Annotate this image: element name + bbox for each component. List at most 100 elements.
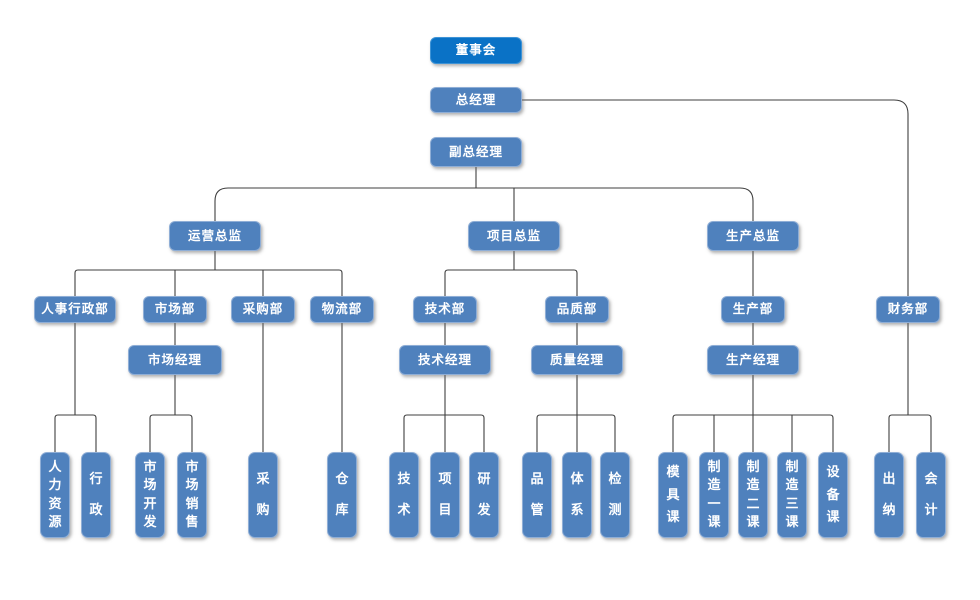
vertical-label-char: 发 — [477, 502, 491, 518]
connector-line — [888, 414, 932, 452]
org-node-purchase-dept: 采购部 — [231, 296, 295, 323]
vertical-label-char: 人 — [48, 460, 62, 476]
org-node-market-dev: 市场开发 — [135, 452, 165, 538]
connector-line — [74, 269, 343, 296]
org-node-quality-dept: 品质部 — [545, 296, 609, 323]
vertical-label-char: 目 — [438, 502, 452, 518]
vertical-label-char: 一 — [707, 496, 721, 512]
org-node-label: 市场销售 — [178, 453, 206, 537]
vertical-label-char: 研 — [477, 472, 491, 488]
vertical-label-char: 项 — [438, 472, 452, 488]
vertical-label-char: 制 — [785, 460, 799, 476]
vertical-label-char: 技 — [397, 472, 411, 488]
org-node-label: 品管 — [523, 453, 551, 537]
org-node-ops-director: 运营总监 — [169, 221, 261, 251]
vertical-label-char: 系 — [570, 502, 584, 518]
vertical-label-char: 管 — [530, 502, 544, 518]
org-node-label: 采购部 — [242, 301, 284, 317]
org-node-logistics-dept: 物流部 — [310, 296, 374, 323]
vertical-label-char: 设 — [826, 464, 840, 480]
vertical-label-char: 备 — [826, 487, 840, 503]
org-node-label: 行政 — [82, 453, 110, 537]
vertical-label-char: 模 — [666, 464, 680, 480]
vertical-label-char: 体 — [570, 472, 584, 488]
org-node-label: 生产经理 — [725, 351, 780, 367]
org-node-admin: 行政 — [81, 452, 111, 538]
vertical-label-char: 纳 — [882, 502, 896, 518]
vertical-label-char: 资 — [48, 496, 62, 512]
vertical-label-char: 会 — [924, 472, 938, 488]
connector-line — [403, 414, 485, 452]
vertical-label-char: 购 — [256, 502, 270, 518]
org-node-production-manager: 生产经理 — [707, 345, 799, 375]
org-node-label: 项目总监 — [486, 227, 541, 243]
org-node-label: 市场经理 — [147, 351, 202, 367]
org-node-label: 总经理 — [455, 91, 497, 107]
org-node-equipment: 设备课 — [818, 452, 848, 538]
org-node-label: 采购 — [249, 453, 277, 537]
org-node-label: 运营总监 — [187, 227, 242, 243]
org-node-dgm: 副总经理 — [430, 137, 522, 167]
vertical-label-char: 场 — [143, 478, 157, 494]
org-node-label: 研发 — [470, 453, 498, 537]
org-node-hr: 人力资源 — [40, 452, 70, 538]
org-node-finance-dept: 财务部 — [876, 296, 940, 323]
org-node-mfg3: 制造三课 — [777, 452, 807, 538]
org-node-system: 体系 — [562, 452, 592, 538]
org-node-label: 出纳 — [875, 453, 903, 537]
vertical-label-char: 仓 — [335, 472, 349, 488]
org-node-label: 制造一课 — [700, 453, 728, 537]
vertical-label-char: 发 — [143, 514, 157, 530]
org-node-label: 质量经理 — [549, 351, 604, 367]
org-node-label: 副总经理 — [448, 143, 503, 159]
org-node-label: 物流部 — [321, 301, 363, 317]
org-node-gm: 总经理 — [430, 87, 522, 113]
org-node-qc: 品管 — [522, 452, 552, 538]
org-node-label: 财务部 — [887, 301, 929, 317]
vertical-label-char: 测 — [608, 502, 622, 518]
org-node-label: 技术 — [390, 453, 418, 537]
org-node-mfg1: 制造一课 — [699, 452, 729, 538]
vertical-label-char: 售 — [185, 514, 199, 530]
org-node-tech-dept: 技术部 — [413, 296, 477, 323]
connector-line — [444, 269, 578, 296]
org-node-production-dept: 生产部 — [721, 296, 785, 323]
vertical-label-char: 制 — [707, 460, 721, 476]
org-node-production-director: 生产总监 — [707, 221, 799, 251]
vertical-label-char: 场 — [185, 478, 199, 494]
org-node-label: 会计 — [917, 453, 945, 537]
org-node-quality-manager: 质量经理 — [531, 345, 623, 375]
org-node-tech-manager: 技术经理 — [399, 345, 491, 375]
org-node-label: 制造三课 — [778, 453, 806, 537]
connector-line — [522, 99, 909, 296]
vertical-label-char: 销 — [185, 496, 199, 512]
vertical-label-char: 课 — [707, 514, 721, 530]
vertical-label-char: 制 — [746, 460, 760, 476]
vertical-label-char: 行 — [89, 472, 103, 488]
connector-line — [214, 187, 754, 221]
org-node-market-sales: 市场销售 — [177, 452, 207, 538]
vertical-label-char: 库 — [335, 502, 349, 518]
org-node-label: 生产总监 — [725, 227, 780, 243]
connector-line — [149, 414, 193, 452]
org-node-testing: 检测 — [600, 452, 630, 538]
org-node-label: 技术部 — [424, 301, 466, 317]
vertical-label-char: 开 — [143, 496, 157, 512]
vertical-label-char: 采 — [256, 472, 270, 488]
vertical-label-char: 课 — [785, 514, 799, 530]
org-node-mold: 模具课 — [658, 452, 688, 538]
org-node-accounting: 会计 — [916, 452, 946, 538]
org-node-label: 检测 — [601, 453, 629, 537]
org-node-hr-admin-dept: 人事行政部 — [34, 296, 116, 323]
vertical-label-char: 市 — [143, 460, 157, 476]
org-node-mfg2: 制造二课 — [738, 452, 768, 538]
org-node-label: 市场开发 — [136, 453, 164, 537]
vertical-label-char: 二 — [746, 496, 760, 512]
org-node-warehouse: 仓库 — [327, 452, 357, 538]
org-node-project-director: 项目总监 — [468, 221, 560, 251]
connector-line — [536, 414, 616, 452]
vertical-label-char: 出 — [882, 472, 896, 488]
org-node-technology: 技术 — [389, 452, 419, 538]
